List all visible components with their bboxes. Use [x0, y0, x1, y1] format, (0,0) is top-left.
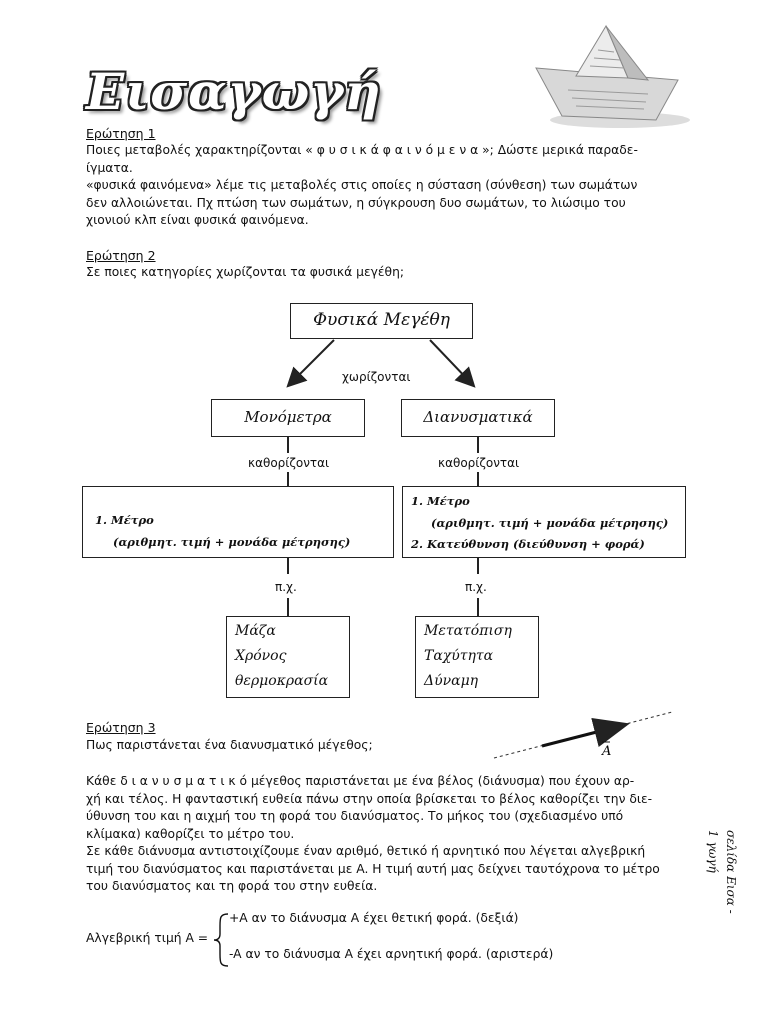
question-3-answer: Κάθε δ ι α ν υ σ μ α τ ι κ ό μέγεθος παρ…	[86, 774, 660, 893]
question-3-heading: Ερώτηση 3	[86, 720, 156, 735]
diagram-root-box: Φυσικά Μεγέθη	[290, 303, 473, 339]
connector-line	[287, 558, 289, 574]
diagram-split-label: χωρίζονται	[342, 370, 411, 384]
vector-defined-label: καθορίζονται	[438, 456, 520, 470]
vector-properties-box: 1. Μέτρο (αριθμητ. τιμή + μονάδα μέτρηση…	[402, 486, 686, 558]
connector-line	[477, 472, 479, 486]
connector-line	[287, 472, 289, 486]
connector-line	[287, 598, 289, 616]
negative-case: -A αν το διάνυσμα A έχει αρνητική φορά. …	[229, 947, 554, 961]
page-number-sidebar: σελίδα Εισα - 1 γωγή	[706, 830, 738, 914]
question-1-text: Ποιες μεταβολές χαρακτηρίζονται « φ υ σ …	[86, 143, 638, 227]
curly-brace	[213, 913, 229, 967]
positive-case: +A αν το διάνυσμα A έχει θετική φορά. (δ…	[229, 911, 519, 925]
connector-line	[477, 437, 479, 453]
question-2-heading: Ερώτηση 2	[86, 248, 156, 263]
scalar-box: Μονόμετρα	[211, 399, 365, 437]
connector-line	[287, 437, 289, 453]
diagram-split-arrows	[286, 339, 476, 388]
vector-eg-label: π.χ.	[465, 580, 487, 594]
connector-line	[477, 558, 479, 574]
vector-illustration: A	[493, 711, 673, 759]
scalar-eg-label: π.χ.	[275, 580, 297, 594]
vector-box: Διανυσματικά	[401, 399, 555, 437]
page-title: Εισαγωγή	[86, 62, 382, 121]
vector-examples-box: Μετατόπιση Ταχύτητα Δύναμη	[415, 616, 539, 698]
algebraic-value-label: Αλγεβρική τιμή A =	[86, 931, 209, 945]
paper-boat-image	[535, 24, 690, 128]
scalar-examples-box: Μάζα Χρόνος θερμοκρασία	[226, 616, 350, 698]
scalar-properties-box: 1. Μέτρο (αριθμητ. τιμή + μονάδα μέτρηση…	[82, 486, 394, 558]
scalar-defined-label: καθορίζονται	[248, 456, 330, 470]
connector-line	[477, 598, 479, 616]
question-2-text: Σε ποιες κατηγορίες χωρίζονται τα φυσικά…	[86, 265, 405, 279]
question-1-heading: Ερώτηση 1	[86, 126, 156, 141]
question-3-text: Πως παριστάνεται ένα διανυσματικό μέγεθο…	[86, 738, 373, 752]
vector-label: A	[601, 744, 611, 759]
